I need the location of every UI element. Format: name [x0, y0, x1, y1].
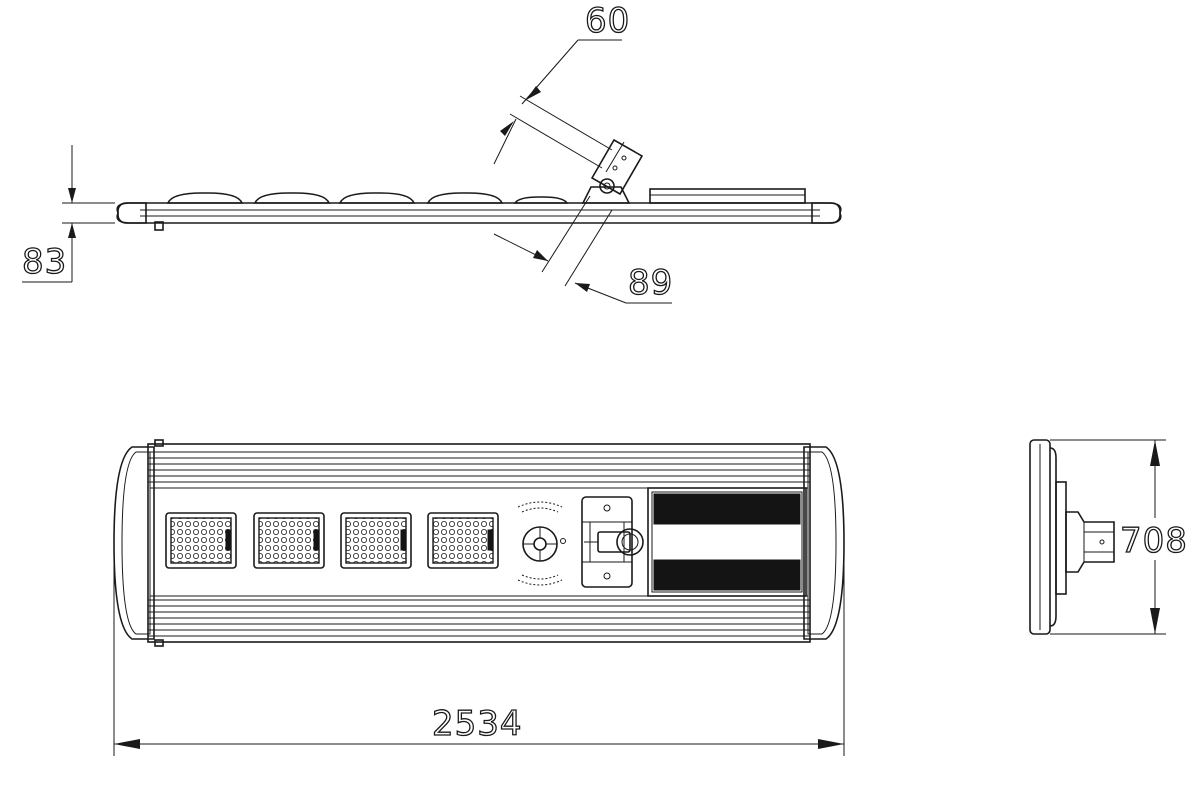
dim-708: 708 — [1050, 439, 1188, 635]
side-body — [116, 202, 842, 231]
dim-83: 83 — [21, 145, 115, 283]
dim-60-label: 60 — [585, 1, 630, 41]
dim-708-label: 708 — [1120, 521, 1188, 561]
led-module — [427, 512, 499, 569]
top-bracket — [581, 496, 644, 588]
side-solar-panel — [649, 188, 806, 204]
top-led-modules — [165, 512, 499, 569]
side-led-modules — [166, 192, 569, 204]
end-view: 708 — [1029, 439, 1188, 635]
dim-2534: 2534 — [113, 548, 845, 756]
end-body — [1029, 439, 1067, 635]
led-module — [165, 512, 237, 569]
dim-2534-label: 2534 — [432, 704, 523, 744]
led-module — [253, 512, 325, 569]
top-solar-panel — [647, 487, 807, 597]
top-housing — [113, 439, 845, 647]
side-view: 83 60 89 — [21, 0, 842, 304]
dim-60: 60 — [493, 0, 630, 169]
sensor — [517, 501, 566, 586]
top-view: 2534 — [113, 439, 845, 756]
led-module — [340, 512, 412, 569]
dim-89: 89 — [493, 195, 673, 304]
end-bracket — [1065, 511, 1115, 573]
side-bracket — [581, 138, 644, 204]
dim-83-label: 83 — [22, 242, 67, 282]
dim-89-label: 89 — [628, 263, 673, 303]
